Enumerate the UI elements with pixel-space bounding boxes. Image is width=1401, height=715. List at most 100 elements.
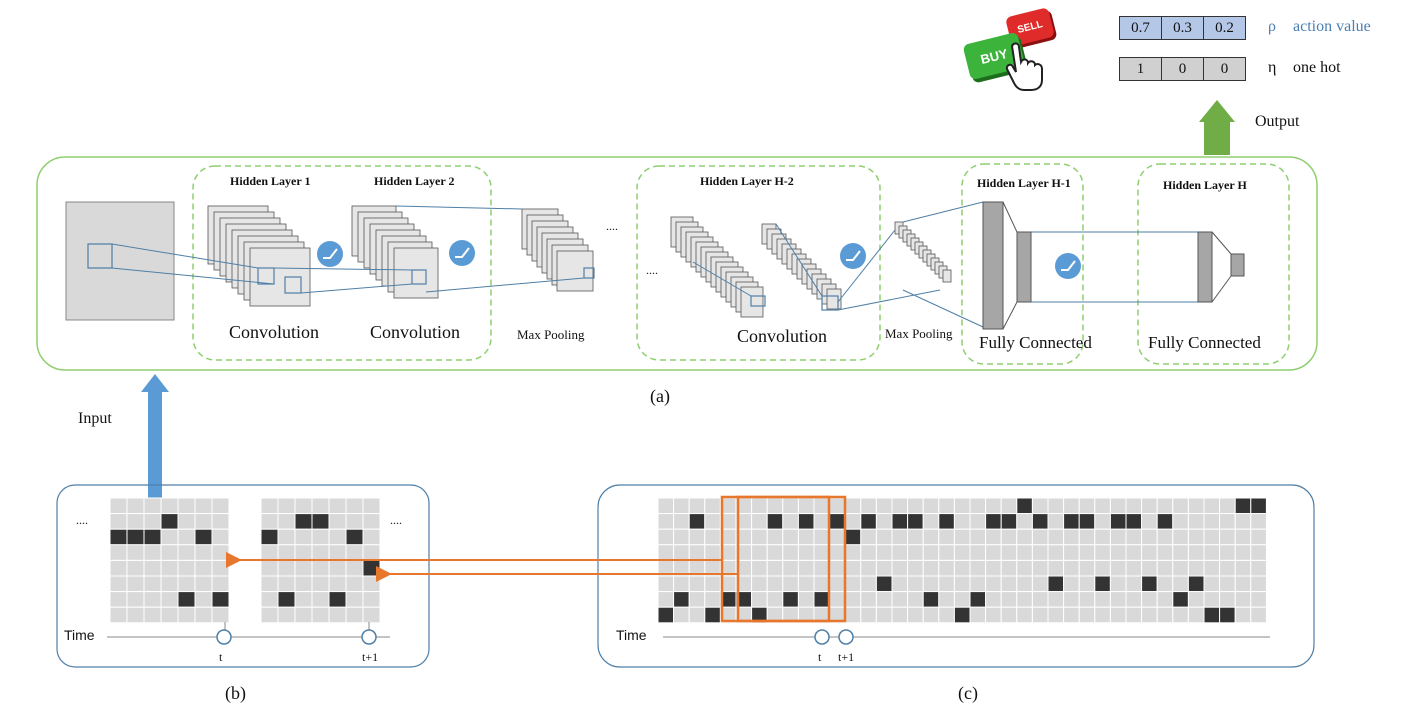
grid-cell <box>704 528 721 546</box>
tick-label-t: t <box>818 650 822 664</box>
grid-cell <box>311 497 330 515</box>
op-label-convolution: Convolution <box>370 322 461 342</box>
one-hot-cell: 0 <box>1161 57 1204 81</box>
grid-cell <box>1078 497 1096 515</box>
op-label-max-pooling: Max Pooling <box>885 326 953 341</box>
grid-cell <box>953 575 971 593</box>
layer-label-1: Hidden Layer 1 <box>230 174 311 188</box>
grid-cell <box>844 606 862 624</box>
grid-cell <box>1141 559 1158 577</box>
grid-cell <box>766 559 784 577</box>
grid-cell <box>953 497 971 515</box>
grid-cell <box>751 559 768 577</box>
grid-cell <box>938 559 955 577</box>
connection-line <box>111 267 275 285</box>
time-label: Time <box>64 627 95 643</box>
action-value-label: action value <box>1293 18 1371 35</box>
grid-cell <box>844 559 862 577</box>
feature-map <box>942 269 952 283</box>
grid-cell <box>875 606 893 624</box>
grid-cell <box>813 559 831 577</box>
grid-cell <box>657 575 675 593</box>
feature-map <box>393 247 439 299</box>
grid-cell <box>1156 591 1174 608</box>
grid-cell <box>328 528 347 546</box>
op-label-max-pooling: Max Pooling <box>517 327 585 342</box>
grid-cell <box>211 528 230 546</box>
grid-cell <box>1250 575 1267 593</box>
grid-cell <box>177 559 196 577</box>
grid-cell <box>211 575 230 593</box>
grid-cell <box>657 513 675 530</box>
grid-cell <box>1156 513 1174 530</box>
grid-cell <box>126 606 145 624</box>
grid-cell <box>875 497 893 515</box>
grid-cell <box>277 575 296 593</box>
grid-cell <box>1000 497 1018 515</box>
grid-cell <box>969 528 987 546</box>
fc-layer <box>982 201 1004 330</box>
grid-cell <box>813 591 831 608</box>
grid-cell <box>345 513 364 530</box>
grid-cell <box>1187 513 1205 530</box>
grid-cell <box>260 606 279 624</box>
grid-cell <box>1172 528 1189 546</box>
grid-cell <box>160 497 179 515</box>
grid-cell <box>328 606 347 624</box>
connection-line <box>692 261 752 297</box>
grid-cell <box>751 497 768 515</box>
grid-cell <box>1047 528 1065 546</box>
grid-cell <box>109 591 128 608</box>
grid-cell <box>1187 575 1205 593</box>
grid-cell <box>143 559 162 577</box>
grid-cell <box>1156 606 1174 624</box>
connection-line <box>1211 231 1232 255</box>
rho-symbol: ρ <box>1268 18 1276 35</box>
grid-cell <box>922 544 940 561</box>
grid-cell <box>126 513 145 530</box>
grid-cell <box>1063 591 1080 608</box>
grid-cell <box>1125 544 1143 561</box>
grid-cell <box>1094 575 1111 593</box>
grid-cell <box>751 513 768 530</box>
grid-cell <box>969 559 987 577</box>
grid-cell <box>813 544 831 561</box>
grid-cell <box>844 513 862 530</box>
grid-cell <box>1000 513 1018 530</box>
grid-cell <box>751 528 768 546</box>
grid-cell <box>1156 497 1174 515</box>
grid-cell <box>328 559 347 577</box>
grid-cell <box>797 528 815 546</box>
hidden-layer-group <box>961 163 1084 365</box>
grid-cell <box>1109 544 1127 561</box>
grid-cell <box>1109 528 1127 546</box>
grid-cell <box>1078 591 1096 608</box>
input-image <box>65 201 175 321</box>
output-label: Output <box>1255 113 1300 130</box>
grid-cell <box>260 575 279 593</box>
grid-cell <box>673 591 690 608</box>
ellipsis: .... <box>76 513 88 527</box>
grid-cell <box>797 544 815 561</box>
grid-cell <box>143 513 162 530</box>
grid-cell <box>938 513 955 530</box>
connection-line <box>425 277 585 293</box>
grid-cell <box>797 513 815 530</box>
grid-cell <box>1031 544 1049 561</box>
grid-cell <box>782 544 799 561</box>
grid-cell <box>1203 591 1221 608</box>
grid-cell <box>1016 559 1033 577</box>
grid-cell <box>177 497 196 515</box>
grid-cell <box>328 497 347 515</box>
grid-cell <box>1047 591 1065 608</box>
grid-cell <box>1047 559 1065 577</box>
grid-cell <box>1016 606 1033 624</box>
grid-cell <box>797 591 815 608</box>
grid-cell <box>813 513 831 530</box>
grid-cell <box>1000 528 1018 546</box>
grid-cell <box>673 544 690 561</box>
grid-cell <box>1172 559 1189 577</box>
grid-cell <box>1187 528 1205 546</box>
grid-cell <box>109 606 128 624</box>
grid-cell <box>688 497 706 515</box>
